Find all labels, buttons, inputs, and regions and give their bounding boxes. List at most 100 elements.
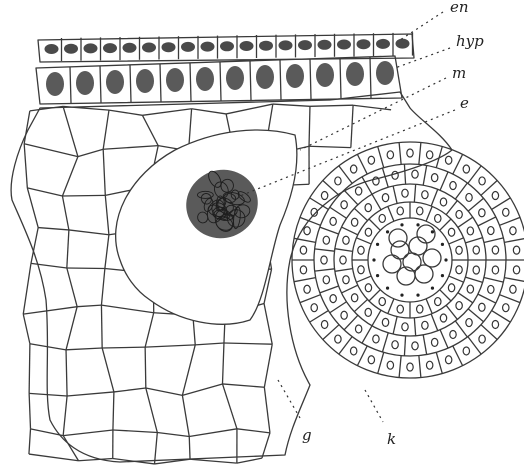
cyst-nucleus xyxy=(463,347,469,355)
parenchyma-cell-wall xyxy=(63,430,113,436)
cyst-nucleus xyxy=(450,182,456,190)
circular-cyst xyxy=(292,142,524,378)
hypodermis-cell-wall xyxy=(160,64,161,102)
parenchyma-cell-wall xyxy=(189,429,237,437)
epidermis-nucleus xyxy=(357,39,371,49)
parenchyma-cell-wall xyxy=(67,230,69,268)
cyst-dot xyxy=(400,293,403,296)
cyst-central-cell xyxy=(389,229,407,247)
cyst-cell-wall xyxy=(431,189,438,206)
cyst-nucleus xyxy=(488,285,494,293)
parenchyma-cell-wall xyxy=(195,343,224,345)
cyst-cell-wall xyxy=(342,227,358,235)
parenchyma-cell-wall xyxy=(62,195,105,196)
epidermis-nucleus xyxy=(103,43,117,53)
epidermis-nucleus xyxy=(220,41,234,51)
cyst-dot xyxy=(416,293,419,296)
parenchyma-cell-wall xyxy=(30,106,63,110)
cyst-cell-wall xyxy=(449,276,464,282)
cyst-nucleus xyxy=(417,207,423,215)
parenchyma-cell-wall xyxy=(63,396,67,436)
parenchyma-cell-wall xyxy=(222,384,264,387)
parenchyma-cell-wall xyxy=(113,392,114,430)
epidermis-nucleus xyxy=(376,39,390,49)
cyst-nucleus xyxy=(417,305,423,313)
cyst-cell-wall xyxy=(320,227,339,234)
cyst-cell-wall xyxy=(423,165,426,185)
cyst-cell-wall xyxy=(388,206,394,221)
label-k: k xyxy=(387,430,396,448)
cyst-nucleus xyxy=(392,341,398,349)
hypodermis-nucleus xyxy=(286,64,304,88)
parenchyma-cell-wall xyxy=(109,110,142,115)
label-m: m xyxy=(452,64,466,82)
hypodermis-cell-wall xyxy=(220,62,221,101)
cyst-nucleus xyxy=(492,246,498,254)
cyst-cell-wall xyxy=(426,206,432,221)
cyst-nucleus xyxy=(448,284,454,292)
cyst-nucleus xyxy=(488,227,494,235)
cyst-nucleus xyxy=(365,284,371,292)
cyst-nucleus xyxy=(358,246,364,254)
parenchyma-cell-wall xyxy=(66,350,67,396)
epidermis-nucleus xyxy=(318,40,332,50)
cyst-nucleus xyxy=(321,256,327,264)
parenchyma-cell-wall xyxy=(66,348,102,350)
parenchyma-cell-wall xyxy=(101,305,153,313)
leader-en xyxy=(400,12,443,40)
cyst-nucleus xyxy=(397,305,403,313)
cyst-cell-wall xyxy=(440,330,448,348)
cyst-dot xyxy=(416,223,419,226)
cyst-cell-wall xyxy=(419,143,421,165)
cyst-cell-wall xyxy=(393,317,397,335)
label-e: e xyxy=(460,94,469,112)
cyst-nucleus xyxy=(397,207,403,215)
parenchyma-cell-wall xyxy=(224,343,272,344)
parenchyma-cell-wall xyxy=(273,104,310,106)
hypodermis-nucleus xyxy=(346,62,364,86)
parenchyma-cell-wall xyxy=(78,149,103,156)
cyst-cell-wall xyxy=(372,194,381,210)
hypodermis-nucleus xyxy=(76,71,94,95)
parenchyma-cell-wall xyxy=(182,384,222,395)
cyst-nucleus xyxy=(440,314,446,322)
cyst-cell-wall xyxy=(436,352,442,373)
cyst-nucleus xyxy=(492,266,498,274)
parenchyma-cell-wall xyxy=(102,347,145,348)
cyst-nucleus xyxy=(513,266,519,274)
parenchyma-cell-wall xyxy=(67,268,105,269)
cyst-nucleus xyxy=(350,347,356,355)
cyst-cell-wall xyxy=(404,336,405,356)
parenchyma-cell-wall xyxy=(62,157,77,196)
cyst-nucleus xyxy=(341,201,347,209)
parenchyma-cell-wall xyxy=(142,115,158,145)
cyst-nucleus xyxy=(343,276,349,284)
cyst-nucleus xyxy=(431,338,437,346)
cyst-nucleus xyxy=(463,165,469,173)
parenchyma-cell-wall xyxy=(182,345,195,395)
parenchyma-cell-wall xyxy=(145,347,146,388)
parenchyma-cell-wall xyxy=(105,195,109,234)
cyst-dot xyxy=(444,258,447,261)
cyst-dot xyxy=(441,274,444,277)
cyst-central-cell xyxy=(423,249,441,267)
cyst-central-cell xyxy=(383,255,401,273)
cyst-dot xyxy=(431,230,434,233)
epidermis-nucleus xyxy=(396,39,410,49)
cyst-cell-wall xyxy=(478,217,496,226)
cyst-nucleus xyxy=(323,276,329,284)
cyst-cell-wall xyxy=(382,333,388,352)
cyst-cell-wall xyxy=(465,277,482,282)
cyst-nucleus xyxy=(456,246,462,254)
cyst-nucleus xyxy=(479,209,485,217)
cyst-nucleus xyxy=(467,285,473,293)
cyst-cell-wall xyxy=(426,299,432,314)
cyst-nucleus xyxy=(426,361,432,369)
cyst-nucleus xyxy=(330,295,336,303)
cyst-cell-wall xyxy=(372,310,381,326)
epidermis-nucleus xyxy=(201,42,215,52)
hypodermis-nucleus xyxy=(376,61,394,85)
parenchyma-cell-wall xyxy=(69,230,109,235)
cyst-nucleus xyxy=(323,236,329,244)
cyst-cell-wall xyxy=(478,294,496,303)
